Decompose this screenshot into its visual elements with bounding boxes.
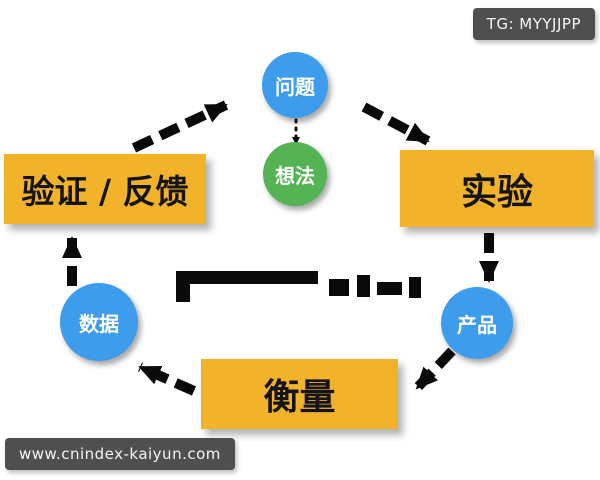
telegram-badge: TG: MYYJJPP [472,8,595,40]
stage-measure: 衡量 [201,359,398,429]
node-problem-label: 问题 [275,74,315,99]
arrow-validate-to-problem [131,100,229,153]
node-data-label: 数据 [79,311,119,336]
stage-validate-feedback-label: 验证 / 反馈 [21,172,189,211]
node-idea: 想法 [263,142,327,206]
node-product: 产品 [441,287,513,359]
node-data: 数据 [60,283,138,361]
stage-validate-feedback: 验证 / 反馈 [4,154,206,224]
arrow-measure-to-data [137,362,197,396]
arrow-problem-to-experiment [361,102,431,146]
stage-measure-label: 衡量 [263,377,336,418]
node-idea-label: 想法 [275,163,315,188]
node-problem: 问题 [262,52,328,118]
node-product-label: 产品 [457,312,497,337]
website-badge: www.cnindex-kaiyun.com [5,438,235,470]
obscured-center-text [176,271,421,302]
stage-experiment-label: 实验 [460,171,533,213]
stage-experiment: 实验 [400,150,594,227]
arrow-product-to-measure [413,347,456,392]
